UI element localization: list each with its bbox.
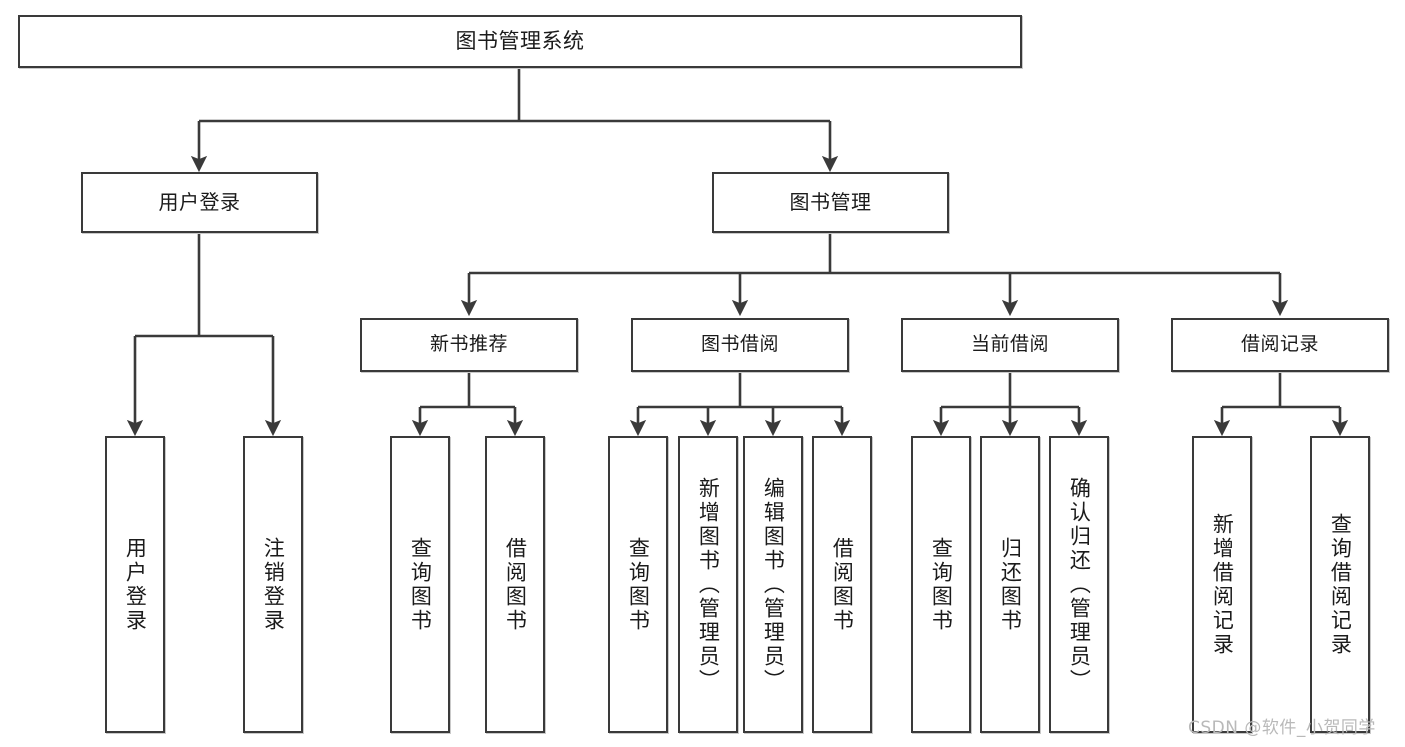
node-book-borrow[interactable]: 图书借阅 (631, 318, 849, 372)
node-label: 新增借阅记录 (1210, 512, 1235, 657)
node-label: 当前借阅 (970, 333, 1049, 356)
node-book-management[interactable]: 图书管理 (712, 172, 949, 233)
node-label: 借阅图书 (830, 536, 855, 633)
node-label: 查询图书 (626, 536, 651, 633)
node-label: 归还图书 (998, 536, 1023, 633)
node-label: 图书管理系统 (455, 28, 585, 53)
node-label: 注销登录 (261, 536, 286, 633)
node-label: 图书借阅 (700, 333, 779, 356)
leaf-query-book-1[interactable]: 查询图书 (390, 436, 450, 733)
node-label: 查询借阅记录 (1328, 512, 1353, 657)
node-user-login[interactable]: 用户登录 (81, 172, 318, 233)
leaf-add-book[interactable]: 新增图书（管理员） (678, 436, 738, 733)
node-new-book-recommend[interactable]: 新书推荐 (360, 318, 578, 372)
leaf-add-record[interactable]: 新增借阅记录 (1192, 436, 1252, 733)
leaf-borrow-book-2[interactable]: 借阅图书 (812, 436, 872, 733)
node-label: 编辑图书（管理员） (761, 476, 786, 693)
node-label: 查询图书 (408, 536, 433, 633)
leaf-query-book-3[interactable]: 查询图书 (911, 436, 971, 733)
leaf-confirm-return[interactable]: 确认归还（管理员） (1049, 436, 1109, 733)
leaf-edit-book[interactable]: 编辑图书（管理员） (743, 436, 803, 733)
leaf-logout[interactable]: 注销登录 (243, 436, 303, 733)
node-label: 查询图书 (929, 536, 954, 633)
node-label: 借阅记录 (1240, 333, 1319, 356)
node-root-book-management-system[interactable]: 图书管理系统 (18, 15, 1022, 68)
node-label: 新书推荐 (429, 333, 508, 356)
leaf-query-book-2[interactable]: 查询图书 (608, 436, 668, 733)
leaf-user-login[interactable]: 用户登录 (105, 436, 165, 733)
node-label: 图书管理 (789, 190, 872, 215)
node-label: 新增图书（管理员） (696, 476, 721, 693)
node-label: 用户登录 (123, 536, 148, 633)
node-label: 借阅图书 (503, 536, 528, 633)
leaf-query-record[interactable]: 查询借阅记录 (1310, 436, 1370, 733)
node-borrow-record[interactable]: 借阅记录 (1171, 318, 1389, 372)
csdn-watermark: CSDN @软件_小贺同学 (1188, 718, 1376, 738)
leaf-borrow-book-1[interactable]: 借阅图书 (485, 436, 545, 733)
node-current-borrow[interactable]: 当前借阅 (901, 318, 1119, 372)
leaf-return-book[interactable]: 归还图书 (980, 436, 1040, 733)
node-label: 确认归还（管理员） (1067, 476, 1092, 693)
node-label: 用户登录 (158, 190, 241, 215)
